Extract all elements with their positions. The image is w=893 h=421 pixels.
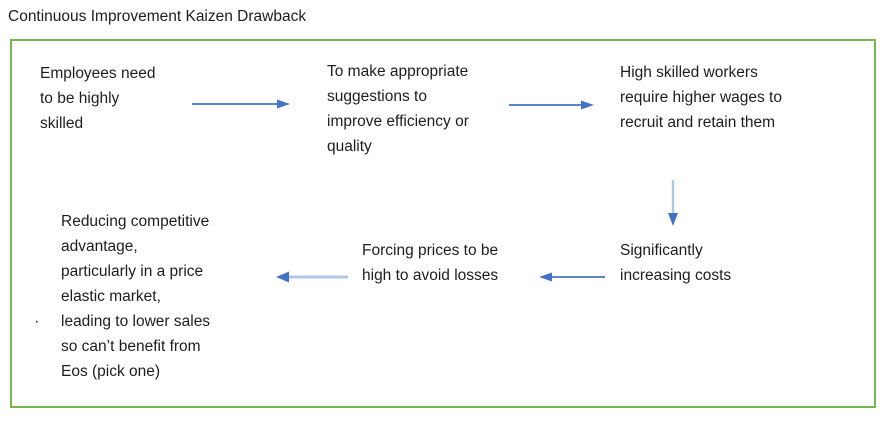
node-suggestions: To make appropriate suggestions to impro…: [327, 63, 469, 155]
page-title: Continuous Improvement Kaizen Drawback: [8, 8, 307, 25]
node-employees: Employees need to be highly skilled: [40, 65, 156, 132]
bullet-marker: ·: [34, 313, 40, 330]
diagram-frame: [10, 39, 876, 408]
node-reducing: Reducing competitive advantage, particul…: [61, 213, 211, 380]
node-workers: High skilled workers require higher wage…: [620, 64, 782, 131]
node-prices: Forcing prices to be high to avoid losse…: [362, 242, 499, 284]
node-costs: Significantly increasing costs: [620, 242, 732, 284]
